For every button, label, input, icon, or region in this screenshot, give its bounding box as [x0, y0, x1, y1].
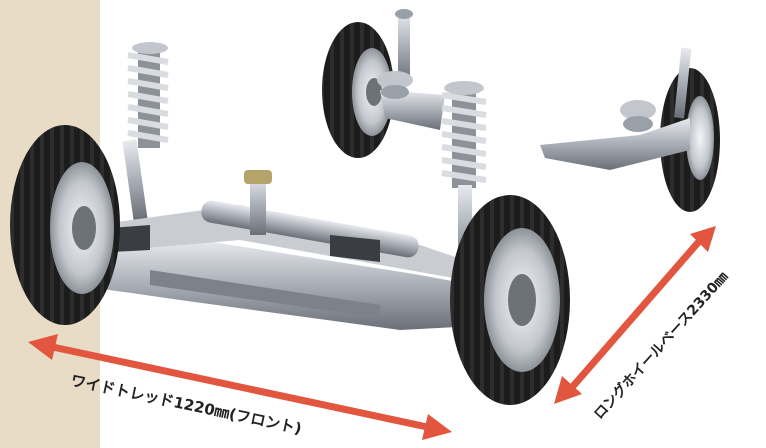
front-left-coil-spring [122, 42, 169, 221]
steering-rack [110, 170, 419, 262]
rear-left-wheel [322, 22, 394, 158]
rear-right-strut [540, 47, 692, 170]
tread-width-arrow [28, 334, 452, 440]
front-right-wheel [450, 195, 570, 405]
rear-left-strut [377, 9, 445, 130]
wheelbase-arrow [554, 226, 716, 404]
wide-tread-label: ワイドトレッド1220㎜(フロント) [69, 371, 303, 438]
front-suspension-assembly [10, 42, 570, 405]
front-left-wheel [10, 125, 120, 325]
rear-suspension-assembly [322, 9, 720, 212]
